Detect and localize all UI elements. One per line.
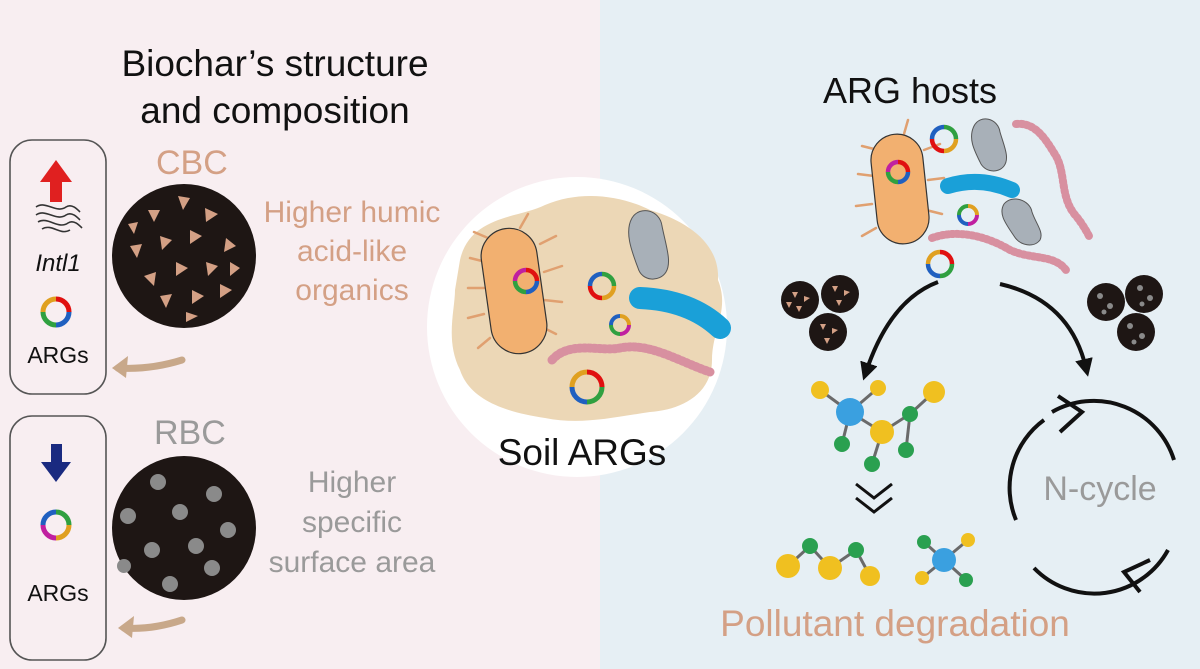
pollutant-degradation-label: Pollutant degradation bbox=[720, 603, 1070, 644]
plasmid-ring-icon bbox=[512, 267, 540, 295]
intl1-gene-icon bbox=[35, 204, 83, 233]
soil-args-label: Soil ARGs bbox=[497, 432, 667, 473]
arrow-to-degradation bbox=[860, 280, 939, 381]
grey-bean-bacterium bbox=[628, 210, 669, 280]
double-chevron-down-icon bbox=[855, 482, 893, 514]
cbc-biochar-particle bbox=[112, 184, 256, 328]
rbc-biochar-particle bbox=[112, 456, 256, 600]
plasmid-ring-icon bbox=[40, 296, 72, 328]
orange-rod-bacterium bbox=[466, 212, 564, 355]
left-title-line1: Biochar’s structure bbox=[121, 43, 429, 84]
cbc-label: CBC bbox=[156, 144, 228, 182]
n-cycle-label: N-cycle bbox=[1043, 470, 1157, 508]
tan-curved-arrow-icon bbox=[118, 616, 186, 638]
cbc-args-label: ARGs bbox=[27, 342, 89, 368]
plasmid-ring-icon bbox=[587, 271, 617, 301]
right-title: ARG hosts bbox=[822, 70, 998, 111]
grey-bean-bacterium bbox=[971, 118, 1007, 172]
plasmid-ring-icon bbox=[569, 369, 605, 405]
rbc-args-label: ARGs bbox=[27, 580, 89, 606]
left-title-line2: and composition bbox=[140, 90, 410, 131]
pink-filament-bacterium bbox=[547, 342, 715, 377]
cbc-biochar-cluster bbox=[781, 275, 859, 351]
rbc-description-line2: specific bbox=[301, 506, 403, 539]
rbc-biochar-cluster bbox=[1087, 275, 1163, 351]
orange-rod-bacterium bbox=[854, 118, 946, 245]
grey-bean-bacterium bbox=[1001, 198, 1042, 246]
cbc-description-line2: acid-like bbox=[296, 235, 408, 268]
up-arrow-icon bbox=[40, 160, 72, 202]
plasmid-ring-icon bbox=[957, 204, 979, 226]
cbc-indicator-box bbox=[9, 139, 107, 395]
pink-filament-bacterium bbox=[928, 229, 1070, 274]
rbc-indicator-box bbox=[9, 415, 107, 661]
plasmid-ring-icon bbox=[609, 314, 631, 336]
degraded-molecule-chain bbox=[776, 538, 880, 586]
blue-rod-bacterium bbox=[629, 287, 731, 339]
plasmid-ring-icon bbox=[929, 124, 959, 154]
rbc-label: RBC bbox=[154, 414, 226, 452]
rbc-description-line3: surface area bbox=[268, 546, 436, 579]
n-cycle-loop bbox=[1007, 394, 1176, 596]
rbc-description-line1: Higher bbox=[307, 466, 397, 499]
degraded-molecule-star bbox=[915, 533, 975, 587]
down-arrow-icon bbox=[41, 444, 71, 482]
plasmid-ring-icon bbox=[925, 249, 955, 279]
plasmid-ring-icon bbox=[885, 159, 911, 185]
plasmid-ring-icon bbox=[40, 509, 72, 541]
intl1-gene-label: Intl1 bbox=[35, 250, 81, 277]
tan-curved-arrow-icon bbox=[112, 356, 186, 378]
pollutant-molecule-large bbox=[811, 380, 945, 472]
arrow-to-ncycle bbox=[999, 282, 1093, 377]
cbc-description-line3: organics bbox=[295, 274, 409, 307]
pink-filament-bacterium bbox=[1012, 119, 1094, 242]
cbc-description-line1: Higher humic bbox=[263, 196, 441, 229]
blue-rod-bacterium bbox=[940, 173, 1020, 198]
